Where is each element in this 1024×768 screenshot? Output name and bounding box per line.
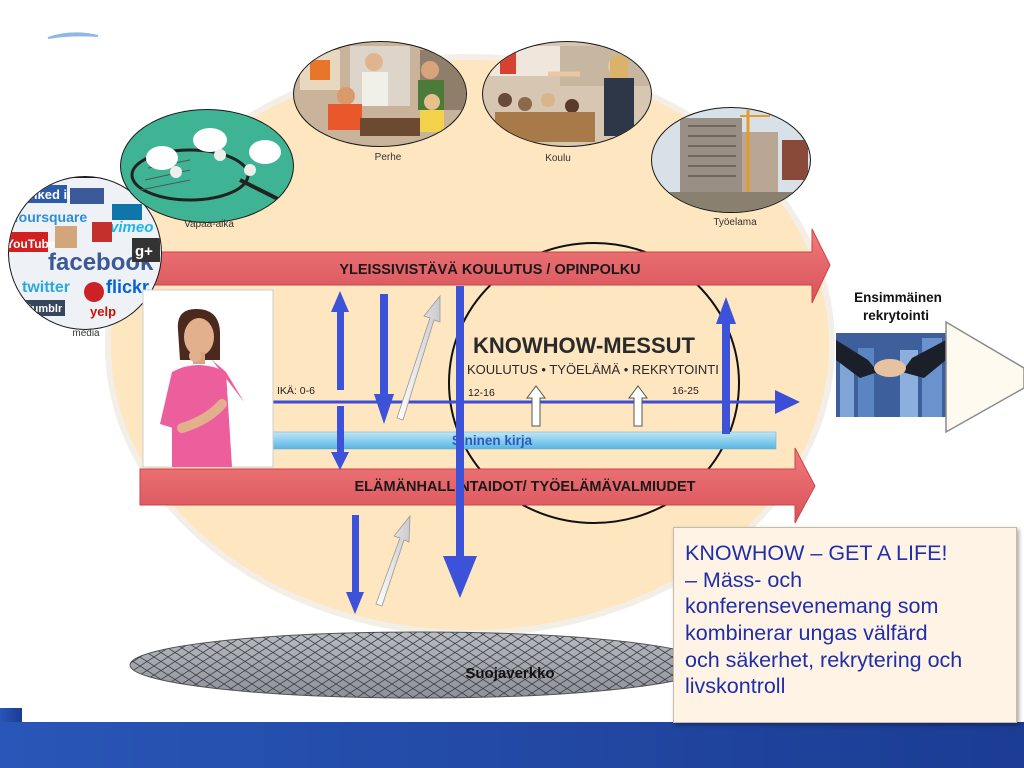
- age-12-16: 12-16: [468, 387, 495, 399]
- description-line: livskontroll: [685, 674, 786, 699]
- recruitment-arrowhead: [945, 320, 1024, 434]
- girl-photo: [142, 289, 274, 468]
- perhe-label: Perhe: [375, 152, 402, 163]
- description-line: konferensevenemang som: [685, 594, 939, 619]
- safety-net: Suojaverkko: [129, 631, 711, 699]
- decor-swoosh: [47, 32, 99, 39]
- koulu-label: Koulu: [545, 153, 571, 164]
- bottom-arrow-label: ELÄMÄNHALLINTAIDOT/ TYÖELÄMÄVALMIUDET: [355, 478, 696, 495]
- age-0-6: IKÄ: 0-6: [277, 385, 315, 397]
- vapaa-aika-circle: Vapaa-aika: [120, 109, 294, 230]
- handshake-photo: [836, 333, 946, 417]
- top-arrow-label: YLEISSIVISTÄVÄ KOULUTUS / OPINPOLKU: [339, 261, 640, 278]
- tyoelama-label: Työelama: [713, 217, 757, 228]
- yelp-logo: yelp: [90, 304, 116, 319]
- recruitment-line1: Ensimmäinen: [854, 290, 942, 305]
- knowhow-subtitle: KOULUTUS • TYÖELÄMÄ • REKRYTOINTI: [467, 362, 719, 377]
- bottom-arrow: ELÄMÄNHALLINTAIDOT/ TYÖELÄMÄVALMIUDET: [139, 447, 816, 524]
- description-box: KNOWHOW – GET A LIFE! – Mäss- och konfer…: [673, 527, 1017, 723]
- white-arrows: [375, 294, 648, 607]
- twitter-logo: twitter: [22, 279, 70, 296]
- vapaa-aika-label: Vapaa-aika: [184, 219, 234, 230]
- knowhow-title: KNOWHOW-MESSUT: [473, 333, 696, 358]
- perhe-circle: Perhe: [293, 41, 467, 163]
- googleplus-logo: g+: [135, 243, 153, 260]
- knowhow-circle: [448, 242, 740, 524]
- youtube-logo: YouTube: [6, 237, 56, 251]
- flickr-logo: flickr: [106, 277, 149, 297]
- tyoelama-circle: Työelama: [651, 107, 811, 228]
- safety-net-label: Suojaverkko: [465, 665, 554, 682]
- foursquare-logo: foursquare: [14, 209, 87, 225]
- description-line: kombinerar ungas välfärd: [685, 620, 928, 645]
- age-16-25: 16-25: [672, 385, 699, 397]
- blue-book-band: Sininen kirja: [271, 431, 777, 450]
- media-label: media: [72, 328, 100, 339]
- description-line: – Mäss- och: [685, 567, 803, 592]
- age-timeline: IKÄ: 0-6 12-16 16-25: [272, 385, 800, 414]
- linkedin-logo: Linked in: [18, 187, 75, 202]
- blue-arrows: [331, 286, 736, 614]
- recruitment-line2: rekrytointi: [863, 308, 929, 323]
- blue-book-label: Sininen kirja: [452, 433, 533, 448]
- koulu-circle: Koulu: [482, 41, 652, 164]
- vimeo-logo: vimeo: [110, 219, 153, 236]
- description-line: KNOWHOW – GET A LIFE!: [685, 541, 948, 565]
- media-circle: Linked in foursquare vimeo YouTube faceb…: [6, 176, 162, 339]
- description-line: och säkerhet, rekrytering och: [685, 647, 963, 672]
- top-arrow: YLEISSIVISTÄVÄ KOULUTUS / OPINPOLKU: [139, 228, 831, 304]
- footer-band: [0, 708, 1024, 768]
